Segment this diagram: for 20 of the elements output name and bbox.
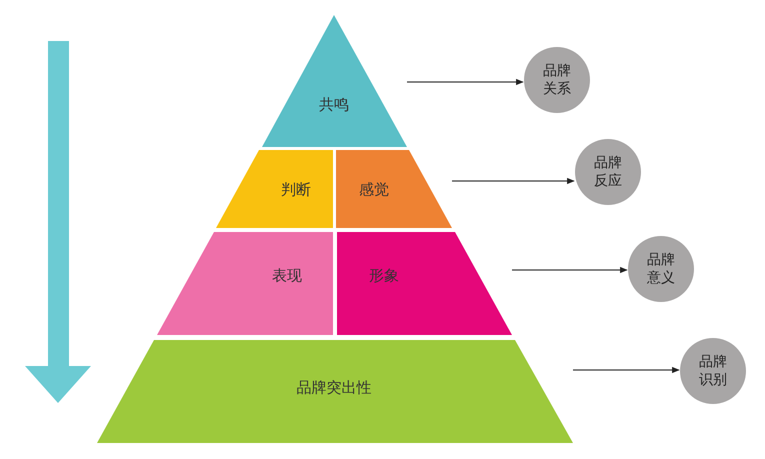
circle-label: 品牌识别	[698, 352, 728, 390]
arrow	[512, 266, 628, 274]
pyramid-tier	[216, 150, 333, 228]
pyramid-tier	[337, 232, 512, 335]
pyramid-tier	[97, 340, 573, 443]
arrow	[573, 366, 680, 374]
tier-label: 共鸣	[319, 96, 349, 114]
circle-label: 品牌意义	[646, 250, 676, 288]
tier-label: 判断	[281, 180, 311, 200]
circle-label: 品牌反应	[593, 154, 623, 190]
pyramid-tier	[157, 232, 333, 335]
arrow	[452, 178, 575, 184]
pyramid-tier	[262, 15, 407, 147]
tier-label: 感觉	[359, 180, 389, 200]
tier-label: 品牌突出性	[296, 378, 372, 398]
arrow	[407, 78, 524, 86]
circle-label: 品牌关系	[542, 62, 572, 98]
tier-label: 表现	[272, 266, 302, 286]
tier-label: 形象	[369, 266, 399, 286]
pyramid-tier	[336, 150, 452, 228]
